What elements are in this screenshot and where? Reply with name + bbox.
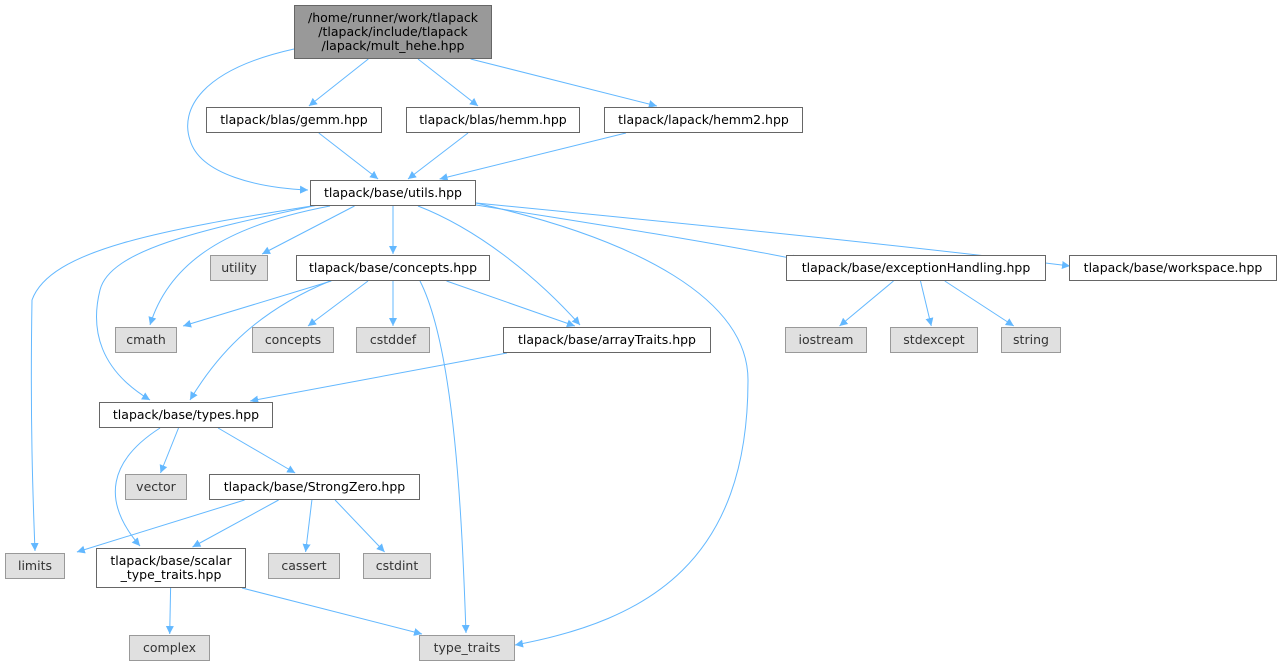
edge-concepts-hpp-to-types [189,280,331,401]
edge-strongzero-to-scalar [192,499,279,548]
node-label: /home/runner/work/tlapack /tlapack/inclu… [307,10,478,53]
node-concepts: concepts [252,327,334,353]
node-type-traits: type_traits [419,635,515,661]
node-limits: limits [5,553,65,579]
node-cstdint: cstdint [363,553,431,579]
node-cmath: cmath [115,327,177,353]
node-label: cstdint [375,558,419,573]
edge-utils-to-limits [30,204,319,552]
node-label: tlapack/lapack/hemm2.hpp [618,112,789,127]
node-types[interactable]: tlapack/base/types.hpp [99,402,273,428]
node-iostream: iostream [785,327,867,353]
node-label: tlapack/base/arrayTraits.hpp [518,332,696,347]
edge-arraytraits-to-types [250,352,508,404]
node-label: tlapack/base/workspace.hpp [1083,260,1263,275]
node-complex: complex [129,635,210,661]
node-label: iostream [798,332,854,347]
node-hemm2[interactable]: tlapack/lapack/hemm2.hpp [604,107,803,133]
node-utility: utility [210,255,268,281]
edge-root-to-gemm [308,58,369,107]
node-workspace[interactable]: tlapack/base/workspace.hpp [1069,255,1277,281]
edge-types-to-strongzero [217,427,296,474]
node-label: type_traits [433,640,501,655]
node-label: tlapack/base/scalar _type_traits.hpp [110,553,232,582]
node-label: limits [17,558,52,573]
node-concepts-hpp[interactable]: tlapack/base/concepts.hpp [296,255,490,281]
edge-root-to-hemm [417,58,479,107]
edge-utils-to-type-traits [475,202,749,648]
edge-root-to-hemm2 [470,58,658,108]
node-label: cassert [281,558,327,573]
edge-exception-to-iostream [839,280,894,327]
node-label: vector [136,479,176,494]
node-scalar[interactable]: tlapack/base/scalar _type_traits.hpp [96,548,246,588]
node-string: string [1001,327,1061,353]
node-label: cstddef [369,332,417,347]
edge-concepts-hpp-to-concepts [307,280,369,327]
node-label: utility [221,260,257,275]
node-label: tlapack/base/exceptionHandling.hpp [801,260,1031,275]
node-arraytraits[interactable]: tlapack/base/arrayTraits.hpp [503,327,711,353]
edge-gemm-to-utils [318,132,379,180]
edge-types-to-vector [159,427,179,474]
edge-exception-to-stdexcept [920,280,934,327]
node-hemm[interactable]: tlapack/blas/hemm.hpp [406,107,580,133]
node-label: tlapack/base/concepts.hpp [308,260,478,275]
node-utils[interactable]: tlapack/base/utils.hpp [310,180,476,206]
edge-utils-to-types [96,204,319,401]
edge-concepts-hpp-to-type-traits [419,280,470,634]
edge-strongzero-to-cassert [302,499,313,553]
edge-hemm2-to-utils [439,132,627,181]
node-label: concepts [264,332,322,347]
node-label: complex [143,640,196,655]
edge-utils-to-cmath [148,205,331,326]
node-gemm[interactable]: tlapack/blas/gemm.hpp [206,107,382,133]
edge-utils-to-exception [475,204,801,263]
node-root: /home/runner/work/tlapack /tlapack/inclu… [294,5,492,59]
node-label: tlapack/base/types.hpp [112,407,260,422]
node-vector: vector [125,474,187,500]
edge-scalar-to-complex [165,587,174,635]
node-label: cmath [126,332,166,347]
edge-types-to-scalar [114,427,161,547]
node-label: string [1013,332,1049,347]
edge-concepts-hpp-to-arraytraits [446,280,576,328]
node-stdexcept: stdexcept [890,327,978,353]
edge-scalar-to-type-traits [241,587,423,636]
edge-exception-to-string [944,280,1015,327]
edge-strongzero-to-limits [76,499,245,554]
edge-utils-to-arraytraits [417,205,581,326]
node-strongzero[interactable]: tlapack/base/StrongZero.hpp [209,474,420,500]
node-label: tlapack/base/utils.hpp [323,185,462,200]
edge-hemm-to-utils [407,132,469,180]
node-label: stdexcept [903,332,965,347]
node-exception[interactable]: tlapack/base/exceptionHandling.hpp [786,255,1046,281]
node-cstddef: cstddef [356,327,430,353]
node-label: tlapack/base/StrongZero.hpp [223,479,406,494]
edge-root-to-utils [187,48,309,194]
edge-utils-to-utility [261,205,355,255]
node-label: tlapack/blas/hemm.hpp [419,112,567,127]
edge-concepts-hpp-to-cmath [182,280,332,328]
edge-strongzero-to-cstdint [334,499,385,553]
node-label: tlapack/blas/gemm.hpp [220,112,368,127]
node-cassert: cassert [268,553,340,579]
